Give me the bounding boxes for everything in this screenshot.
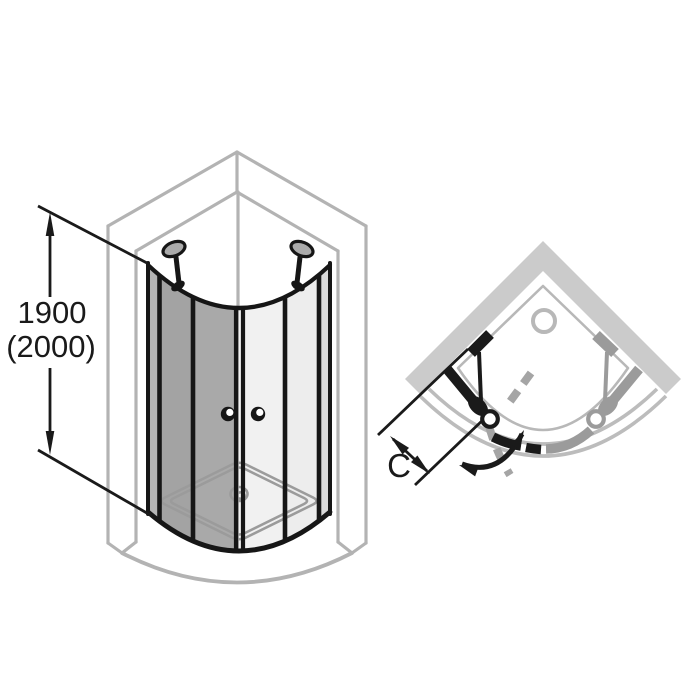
door-dashed-outward [485,424,514,478]
c-arrow-lower [411,455,430,474]
pivot-hinge-right [289,239,315,292]
hinge-cap [289,239,315,259]
plan-tray-outline [456,284,630,432]
height-dimension-value: 1900 [18,295,87,330]
plan-drain [531,308,557,334]
right-wall-profile [592,331,619,357]
plan-wall-right [543,241,681,394]
hinge-stem [173,254,182,286]
height-dimension-alt-value: (2000) [6,329,96,364]
glass-top-curve [145,262,333,311]
front-isometric-view: 1900 (2000) [6,150,368,585]
extension-line-top [37,204,148,265]
tray-apron-curve [120,551,354,585]
track-outer-arc [418,394,668,458]
top-pivot-hinges [161,239,315,292]
c-arrow-upper [390,436,409,455]
entry-width-label: C [387,447,411,484]
right-door-closed-arc [545,426,595,454]
plan-wall-left [405,241,543,394]
door-swing-dashed-positions [485,370,535,478]
hinge-cap [161,239,187,259]
dimension-arrow-up [45,212,55,236]
c-extension-line-upper [377,347,469,437]
left-wall-profile [467,330,494,357]
glass-outline [145,261,333,554]
swing-arrow-head-right [510,430,524,450]
extension-line-bottom [37,448,153,518]
track-inner-arc [427,387,659,446]
corner-walls [106,150,368,585]
right-strut [603,351,609,402]
right-door-assembly [586,331,643,429]
glass-panels [148,265,330,551]
right-hinge-body [597,395,619,417]
door-dashed-inward [502,370,535,410]
left-door-closed-arc-2 [525,442,542,455]
knob-right [250,406,266,422]
glass-panel-fixed-right [319,265,330,551]
door-swing-arrow [459,430,525,477]
pivot-hinge-left [161,239,187,292]
hinge-foot [171,280,185,292]
glass-bottom-curve [145,509,333,554]
knob-left [220,406,236,422]
c-extension-line-lower [414,415,487,487]
height-dimension: 1900 (2000) [6,204,153,518]
right-pivot-point [586,409,606,429]
curved-track [418,387,668,458]
swing-arrow-head-left [459,465,479,477]
dimension-arrow-down [45,431,55,455]
left-pivot-point [480,409,500,429]
left-hinge-body [467,395,489,417]
door-knobs [220,406,266,422]
plan-view: C [377,241,681,487]
glass-panel-fixed-left [148,265,160,551]
left-strut [477,351,483,402]
entry-width-dimension: C [387,436,430,484]
hinge-stem [294,254,303,286]
drain-outer [229,485,249,503]
hinge-foot [291,280,305,292]
glass-panel-right-1 [239,265,285,551]
